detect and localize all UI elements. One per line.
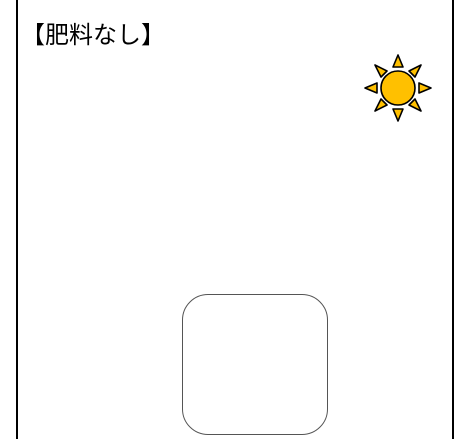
panel-title: 【肥料なし】 xyxy=(21,21,165,49)
sun-icon xyxy=(364,54,432,122)
plant-pot-box xyxy=(182,294,328,435)
